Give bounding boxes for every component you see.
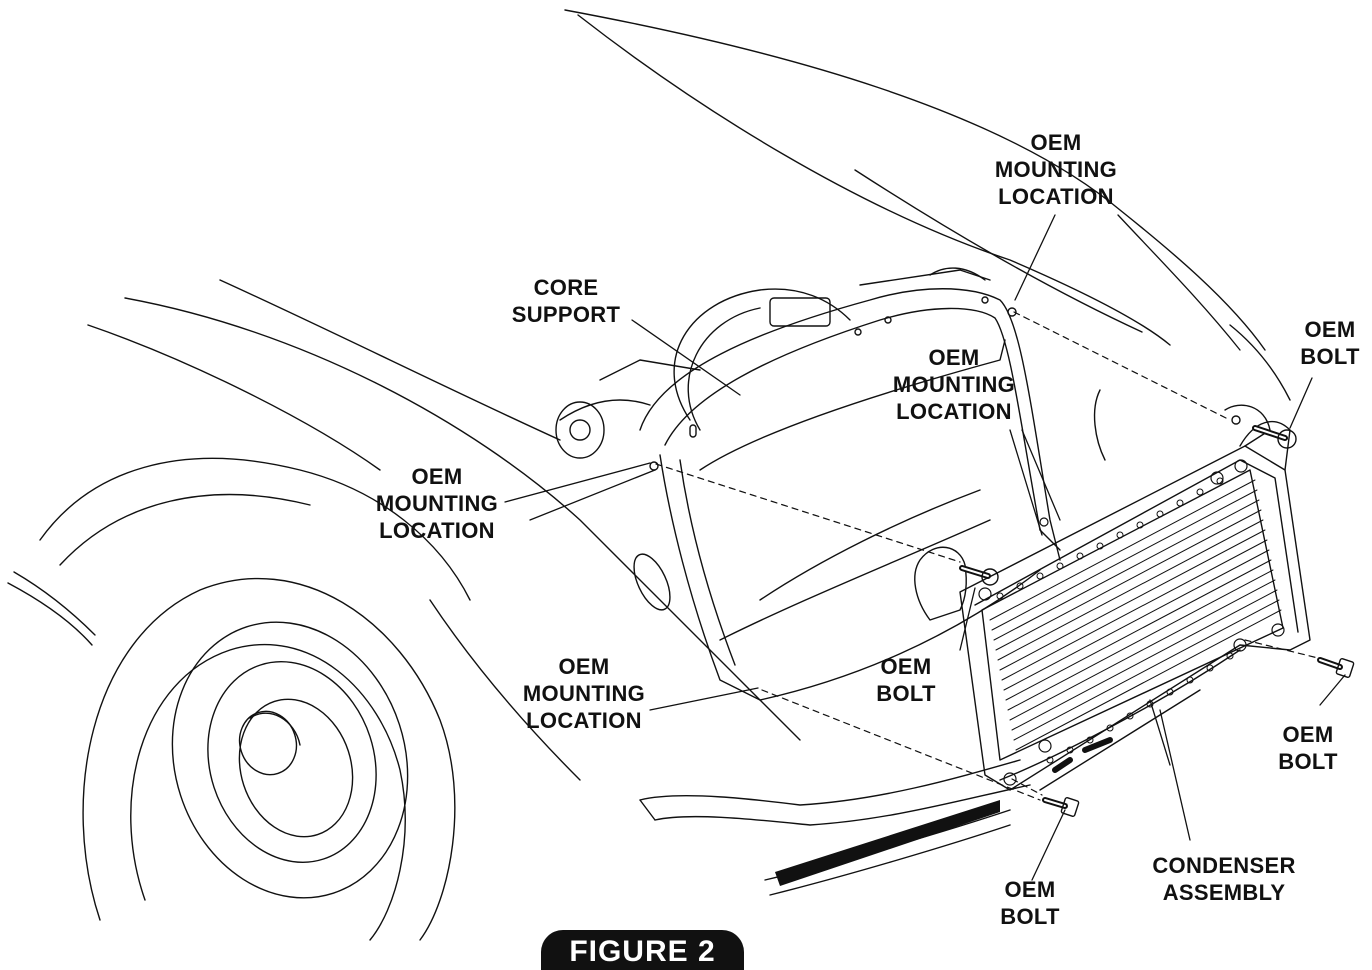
core-support <box>555 267 1106 701</box>
oem-bolt-center <box>959 565 999 586</box>
label-oem-bolt-top-right: OEM BOLT <box>1300 317 1360 369</box>
label-oem-mounting-location-lower: OEM MOUNTING LOCATION <box>522 654 646 733</box>
hood-outline <box>564 9 1291 401</box>
label-oem-bolt-right: OEM BOLT <box>1278 722 1338 774</box>
fender-outline <box>7 279 801 781</box>
condenser-bolt-heads <box>978 459 1285 786</box>
label-core-support: CORE SUPPORT <box>511 275 621 327</box>
label-oem-mounting-location-left: OEM MOUNTING LOCATION <box>375 464 499 543</box>
oem-bolt-right <box>1317 657 1355 678</box>
label-condenser-assembly: CONDENSER ASSEMBLY <box>1152 853 1296 905</box>
figure-number-tab: FIGURE 2 <box>541 930 744 970</box>
label-oem-mounting-location-center: OEM MOUNTING LOCATION <box>892 345 1016 424</box>
condenser-assembly <box>914 404 1311 791</box>
label-oem-mounting-location-top: OEM MOUNTING LOCATION <box>994 130 1118 209</box>
label-oem-bolt-bottom: OEM BOLT <box>1000 877 1060 929</box>
condenser-mounting-holes <box>996 477 1234 764</box>
label-oem-bolt-center: OEM BOLT <box>876 654 936 706</box>
condenser-core-fins <box>989 479 1282 751</box>
headlight-bucket <box>673 288 851 431</box>
alignment-dashed-lines <box>655 311 1319 801</box>
oem-bolt-bottom <box>1042 797 1080 817</box>
leader-lines <box>504 214 1346 881</box>
lower-apron <box>639 759 1031 896</box>
oem-bolt-top-right <box>1231 415 1297 449</box>
apron-slot <box>775 800 1000 886</box>
wheel <box>82 577 456 941</box>
